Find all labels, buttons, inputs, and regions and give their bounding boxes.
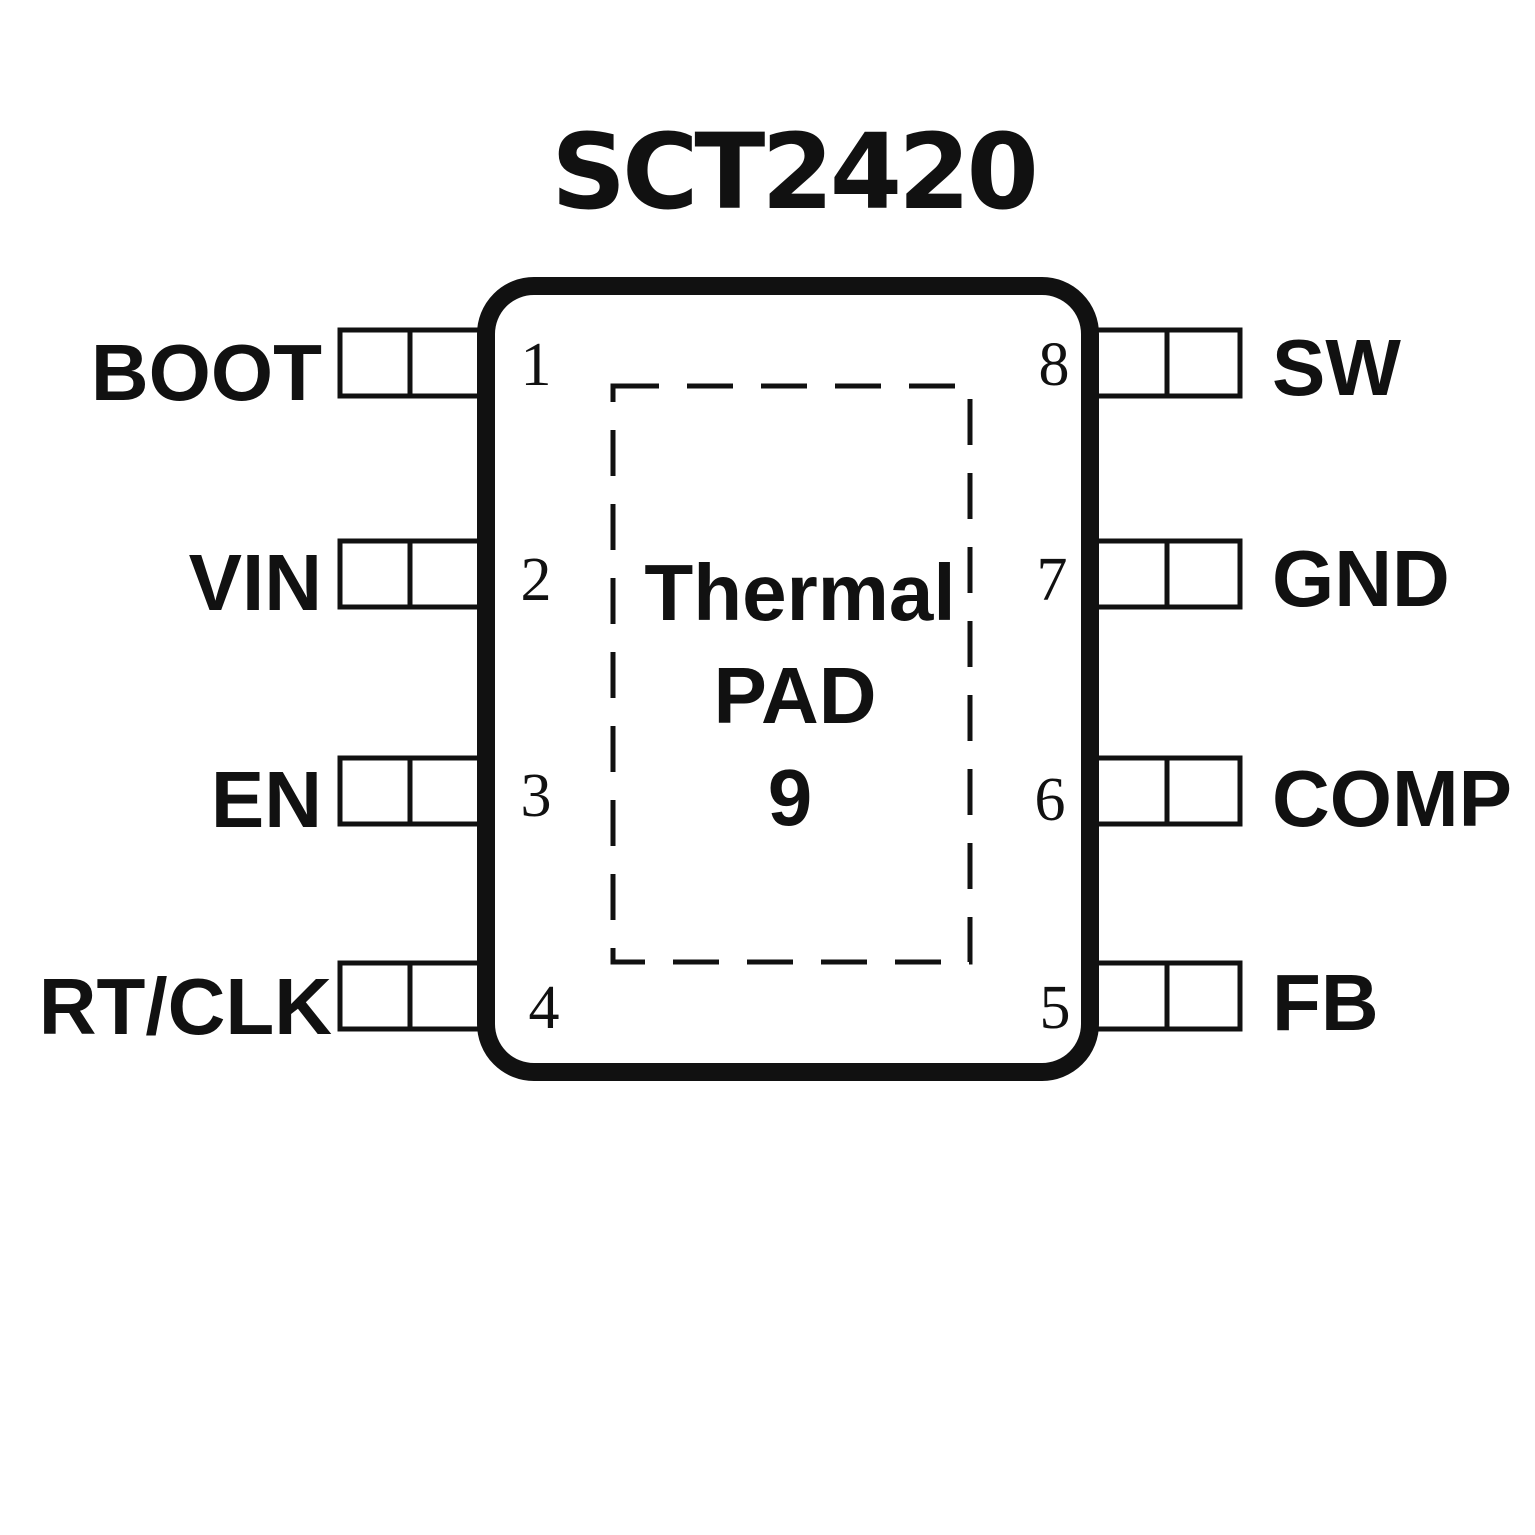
pin-number: 4	[529, 974, 560, 1042]
pin-name: GND	[1272, 534, 1450, 623]
pin-2: VIN 2	[189, 538, 552, 627]
pin-name: RT/CLK	[39, 962, 333, 1051]
chip-body	[477, 277, 1099, 1081]
pin-name: BOOT	[91, 328, 322, 417]
thermal-pad-label: Thermal	[644, 548, 955, 637]
pin-name: VIN	[189, 538, 322, 627]
thermal-pad-outline	[610, 383, 973, 965]
pin-number: 5	[1040, 974, 1071, 1042]
pin-6: COMP 6	[1035, 754, 1513, 843]
pin-name: FB	[1272, 958, 1379, 1047]
chip-title: SCT2420	[551, 111, 1035, 233]
pin-1: BOOT 1	[91, 327, 552, 417]
pin-number: 2	[521, 546, 552, 614]
pin-number: 7	[1037, 546, 1068, 614]
pin-number: 1	[521, 331, 552, 399]
pin-number: 3	[521, 762, 552, 830]
pin-name: EN	[211, 755, 322, 844]
thermal-pad-label-2: PAD	[714, 651, 877, 740]
pin-5: FB 5	[1040, 958, 1379, 1047]
pin-number: 8	[1039, 331, 1070, 399]
pin-3: EN 3	[211, 755, 552, 844]
pin-4: RT/CLK 4	[39, 960, 560, 1051]
pin-name: COMP	[1272, 754, 1512, 843]
pin-name: SW	[1272, 323, 1401, 412]
pin-8: SW 8	[1039, 323, 1402, 412]
pin-number: 6	[1035, 766, 1066, 834]
pin-7: GND 7	[1037, 534, 1450, 623]
thermal-pad-number: 9	[768, 753, 813, 842]
